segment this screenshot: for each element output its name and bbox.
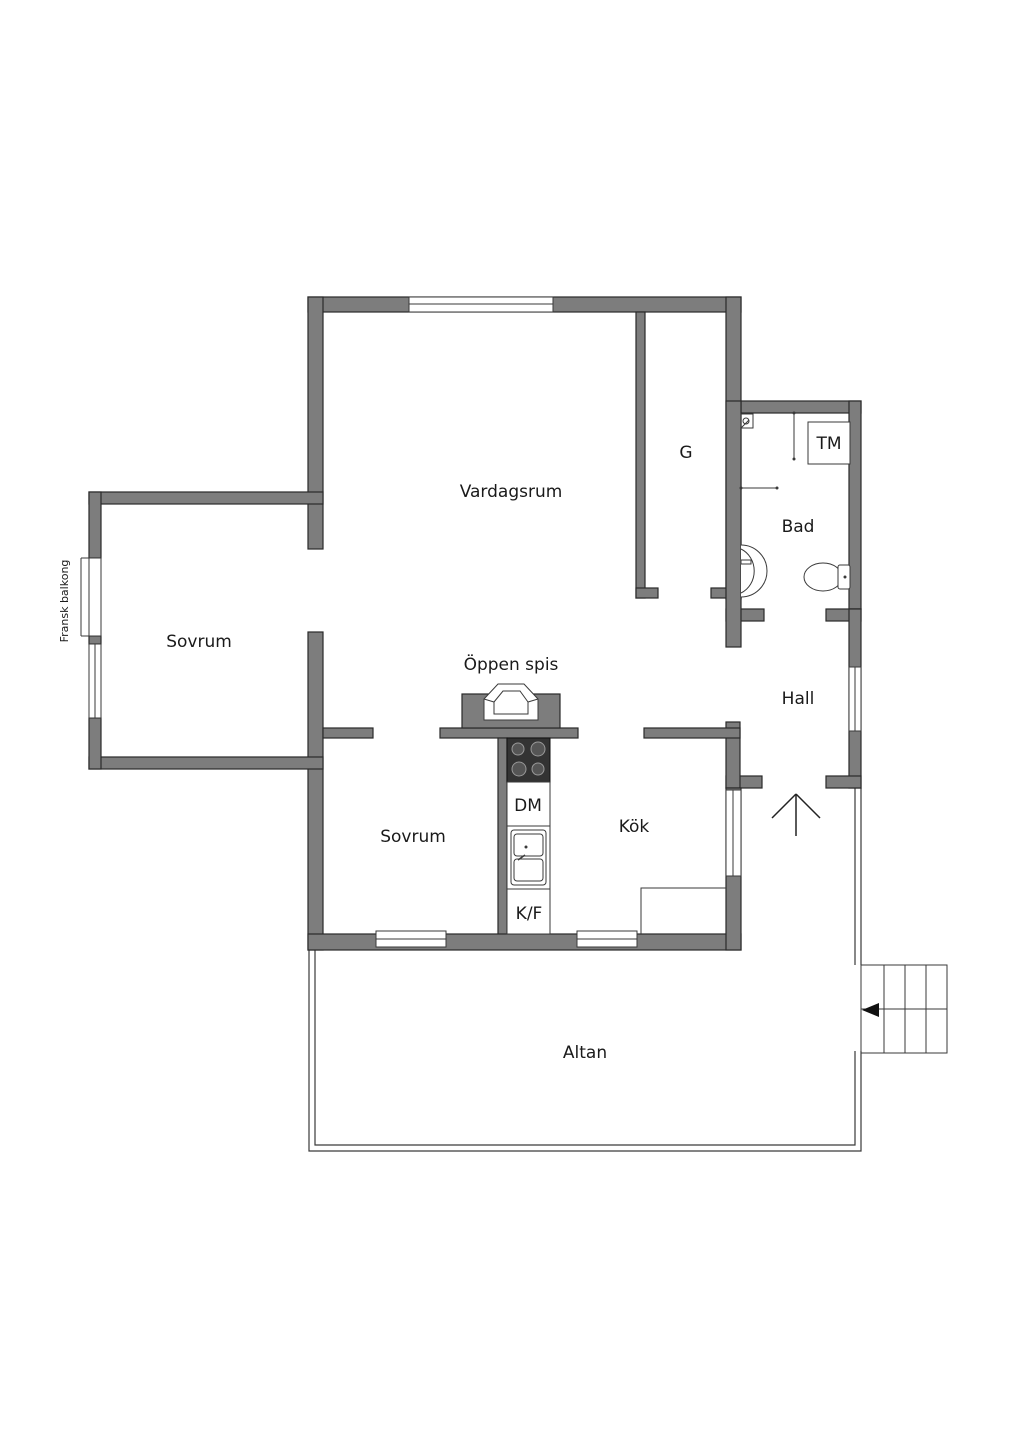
shower-head-icon <box>740 413 754 429</box>
room-label-oppen-spis: Öppen spis <box>464 653 559 675</box>
appliance-label-dm: DM <box>514 796 542 816</box>
windows <box>80 296 862 948</box>
room-label-vardagsrum: Vardagsrum <box>460 482 563 502</box>
fireplace-icon <box>483 683 539 721</box>
room-label-tm: TM <box>815 434 841 454</box>
label-fransk-balkong: Fransk balkong <box>58 560 71 643</box>
sink-icon <box>510 829 547 886</box>
walls <box>88 296 862 951</box>
stairs <box>860 964 948 1054</box>
toilet-icon <box>803 562 851 592</box>
room-label-g: G <box>679 443 692 463</box>
altan-deck <box>308 788 862 1152</box>
kitchen-counter <box>506 737 551 935</box>
stairs-arrow-icon <box>862 1003 879 1017</box>
bathroom-fixtures <box>739 411 851 598</box>
room-label-sovrum-west: Sovrum <box>166 632 232 652</box>
room-label-bad: Bad <box>782 517 815 537</box>
entrance-arrow-icon <box>771 793 821 836</box>
room-label-kok: Kök <box>619 817 650 837</box>
fireplace <box>483 683 539 721</box>
room-label-altan: Altan <box>563 1043 607 1063</box>
kitchen-corner-counter <box>640 887 726 934</box>
room-label-sovrum-south: Sovrum <box>380 827 446 847</box>
room-label-hall: Hall <box>782 689 815 709</box>
appliance-label-kf: K/F <box>516 904 543 924</box>
bathroom-sink-icon <box>740 544 768 598</box>
washing-machine-icon <box>807 421 851 465</box>
